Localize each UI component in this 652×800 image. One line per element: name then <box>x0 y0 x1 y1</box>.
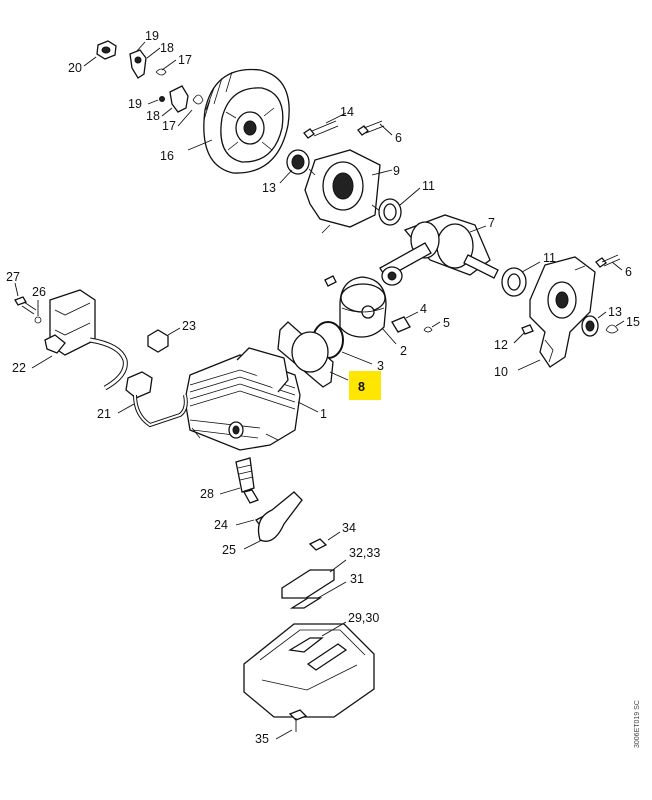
muffler-assembly <box>243 531 375 740</box>
callout-24: 24 <box>214 518 228 532</box>
callout-35: 35 <box>255 732 269 746</box>
callout-26: 26 <box>32 285 46 299</box>
callout-labels: 20 19 18 17 19 18 17 16 14 6 13 9 11 7 1… <box>6 29 640 746</box>
reference-code-text: 3006ET019 SC <box>634 700 641 748</box>
callout-9: 9 <box>393 164 400 178</box>
callout-13-right: 13 <box>608 305 622 319</box>
callout-11-right: 11 <box>543 251 556 265</box>
callout-12: 12 <box>494 338 508 352</box>
callout-23: 23 <box>182 319 196 333</box>
callout-17-top: 17 <box>178 53 192 67</box>
callout-15: 15 <box>626 315 640 329</box>
callout-6-top: 6 <box>395 131 402 145</box>
ignition-boot <box>147 327 181 353</box>
callout-28: 28 <box>200 487 214 501</box>
callout-5: 5 <box>443 316 450 330</box>
callout-18-bottom: 18 <box>146 109 160 123</box>
crankcase-top <box>279 112 421 234</box>
callout-21: 21 <box>97 407 111 421</box>
part-8-highlight <box>349 371 381 400</box>
piston-group <box>312 275 441 365</box>
reference-code: 3006ET019 SC <box>634 696 650 766</box>
callout-13-left: 13 <box>262 181 276 195</box>
spark-plug <box>219 457 303 550</box>
callout-20: 20 <box>68 61 82 75</box>
callout-18-top: 18 <box>160 41 174 55</box>
cylinder <box>184 347 319 451</box>
callout-27: 27 <box>6 270 20 284</box>
callout-25: 25 <box>222 543 236 557</box>
callout-1: 1 <box>320 407 327 421</box>
callout-22: 22 <box>12 361 26 375</box>
callout-4: 4 <box>420 302 427 316</box>
crankcase-right <box>501 254 625 371</box>
callout-2: 2 <box>400 344 407 358</box>
callout-3: 3 <box>377 359 384 373</box>
callout-34: 34 <box>342 521 356 535</box>
flywheel-assembly <box>83 40 290 174</box>
callout-7: 7 <box>488 216 495 230</box>
callout-8: 8 <box>358 380 365 394</box>
callout-10: 10 <box>494 365 508 379</box>
callout-6-right: 6 <box>625 265 632 279</box>
ignition-module <box>14 282 128 391</box>
callout-19-bottom: 19 <box>128 97 142 111</box>
callout-17-bottom: 17 <box>162 119 176 133</box>
crankshaft <box>379 214 499 286</box>
callout-11-top: 11 <box>422 179 435 193</box>
callout-14: 14 <box>340 105 354 119</box>
callout-31: 31 <box>350 572 364 586</box>
ignition-lead <box>117 371 188 428</box>
callout-29-30: 29,30 <box>348 611 379 625</box>
cylinder-gasket <box>277 321 349 388</box>
callout-16: 16 <box>160 149 174 163</box>
callout-32-33: 32,33 <box>349 546 380 560</box>
callout-19-top: 19 <box>145 29 159 43</box>
